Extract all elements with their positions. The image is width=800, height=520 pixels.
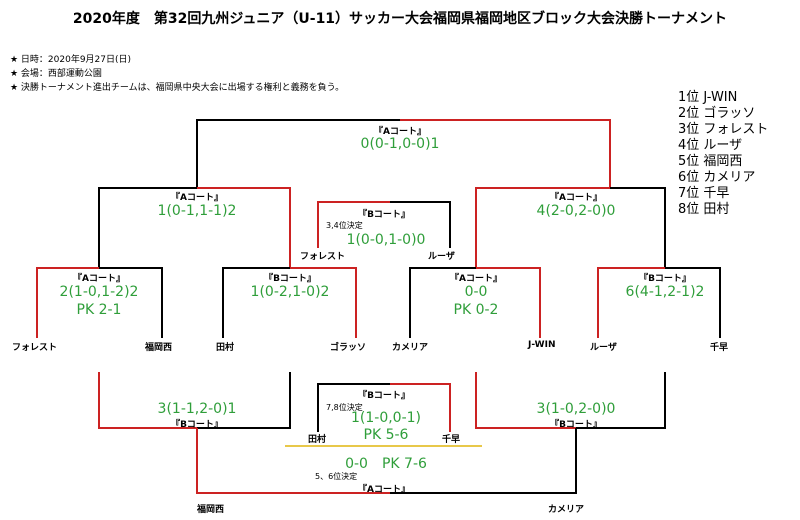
seventh-left-line xyxy=(317,383,390,432)
cons-left-left-line xyxy=(98,372,197,429)
final-score: 0(0-1,0-0)1 xyxy=(360,136,440,152)
qf1-pk: PK 2-1 xyxy=(76,302,122,318)
qf2-left-line xyxy=(222,267,290,338)
cons-right-left-line xyxy=(475,372,576,429)
sf-right-court: 『Aコート』 xyxy=(550,193,602,203)
fifth-right-team: カメリア xyxy=(548,505,585,515)
third-court: 『Bコート』 xyxy=(358,210,410,220)
qf3-right-line xyxy=(476,267,541,338)
seventh-court: 『Bコート』 xyxy=(358,391,410,401)
sf-left-score: 1(0-1,1-1)2 xyxy=(157,203,237,219)
cons-left-right-line xyxy=(197,372,291,429)
team-tamura: 田村 xyxy=(216,343,235,353)
qf4-right-line xyxy=(665,267,721,338)
qf3-left-line xyxy=(409,267,476,338)
seventh-left-team: 田村 xyxy=(308,435,327,445)
team-forest: フォレスト xyxy=(12,343,58,353)
qf1-court: 『Aコート』 xyxy=(73,274,125,284)
cons-right-court: 『Bコート』 xyxy=(550,420,602,430)
seventh-right-line xyxy=(390,383,451,432)
ranking-2: 2位 ゴラッソ xyxy=(678,106,756,121)
sf-right-left-line xyxy=(475,187,610,268)
info-venue: ★ 会場：西部運動公園 xyxy=(10,69,102,79)
qf3-pk: PK 0-2 xyxy=(453,302,499,318)
qf2-right-line xyxy=(290,267,357,338)
qf4-left-line xyxy=(597,267,665,338)
qf2-court: 『Bコート』 xyxy=(264,274,316,284)
ranking-3: 3位 フォレスト xyxy=(678,122,769,137)
third-right-line xyxy=(390,201,451,248)
third-right-team: ルーザ xyxy=(428,252,455,262)
team-chihaya: 千早 xyxy=(710,343,729,353)
team-luza: ルーザ xyxy=(590,343,617,353)
third-left-team: フォレスト xyxy=(300,252,346,262)
final-left-line xyxy=(196,119,400,188)
seventh-pk: PK 5-6 xyxy=(363,427,409,443)
team-fukuokanishi: 福岡西 xyxy=(145,343,173,353)
cons-left-score: 3(1-1,2-0)1 xyxy=(157,401,237,417)
qf3-score: 0-0 xyxy=(464,284,488,300)
info-note: ★ 決勝トーナメント進出チームは、福岡県中央大会に出場する権利と義務を負う。 xyxy=(10,83,345,93)
qf2-score: 1(0-2,1-0)2 xyxy=(250,284,330,300)
fifth-right-line xyxy=(390,428,577,494)
qf1-left-line xyxy=(36,267,99,338)
fifth-score: 0-0 PK 7-6 xyxy=(345,456,427,472)
sf-left-left-line xyxy=(98,187,197,268)
qf3-court: 『Aコート』 xyxy=(450,274,502,284)
ranking-1: 1位 J-WIN xyxy=(678,90,738,105)
cons-right-right-line xyxy=(576,372,666,429)
sf-right-score: 4(2-0,2-0)0 xyxy=(536,203,616,219)
ranking-5: 5位 福岡西 xyxy=(678,154,743,169)
third-label: 3,4位決定 xyxy=(326,221,363,230)
final-right-line xyxy=(400,119,611,188)
team-jwin: J-WIN xyxy=(528,340,556,350)
cons-left-court: 『Bコート』 xyxy=(171,420,223,430)
sf-left-court: 『Aコート』 xyxy=(171,193,223,203)
info-date: ★ 日時：2020年9月27日(日) xyxy=(10,55,132,65)
qf4-court: 『Bコート』 xyxy=(639,274,691,284)
sf-right-right-line xyxy=(610,187,666,268)
final-court: 『Aコート』 xyxy=(374,127,426,137)
qf1-score: 2(1-0,1-2)2 xyxy=(59,284,139,300)
sf-left-right-line xyxy=(197,187,291,268)
qf1-right-line xyxy=(99,267,163,338)
ranking-6: 6位 カメリア xyxy=(678,170,756,185)
third-score: 1(0-0,1-0)0 xyxy=(346,232,426,248)
fifth-left-team: 福岡西 xyxy=(197,505,225,515)
ranking-4: 4位 ルーザ xyxy=(678,138,743,153)
fifth-label: 5、6位決定 xyxy=(315,472,358,481)
third-left-line xyxy=(317,201,390,248)
fifth-court: 『Aコート』 xyxy=(358,485,410,495)
cons-right-score: 3(1-0,2-0)0 xyxy=(536,401,616,417)
team-golazo: ゴラッソ xyxy=(330,343,367,353)
ranking-8: 8位 田村 xyxy=(678,202,730,217)
seventh-label: 7,8位決定 xyxy=(326,403,363,412)
ranking-7: 7位 千早 xyxy=(678,186,730,201)
seventh-score: 1(1-0,0-1) xyxy=(350,410,422,426)
fifth-left-line xyxy=(196,428,390,494)
page-title: 2020年度 第32回九州ジュニア（U-11）サッカー大会福岡県福岡地区ブロック… xyxy=(72,11,728,27)
seventh-right-team: 千早 xyxy=(442,435,461,445)
team-camellia: カメリア xyxy=(392,343,429,353)
qf4-score: 6(4-1,2-1)2 xyxy=(625,284,705,300)
